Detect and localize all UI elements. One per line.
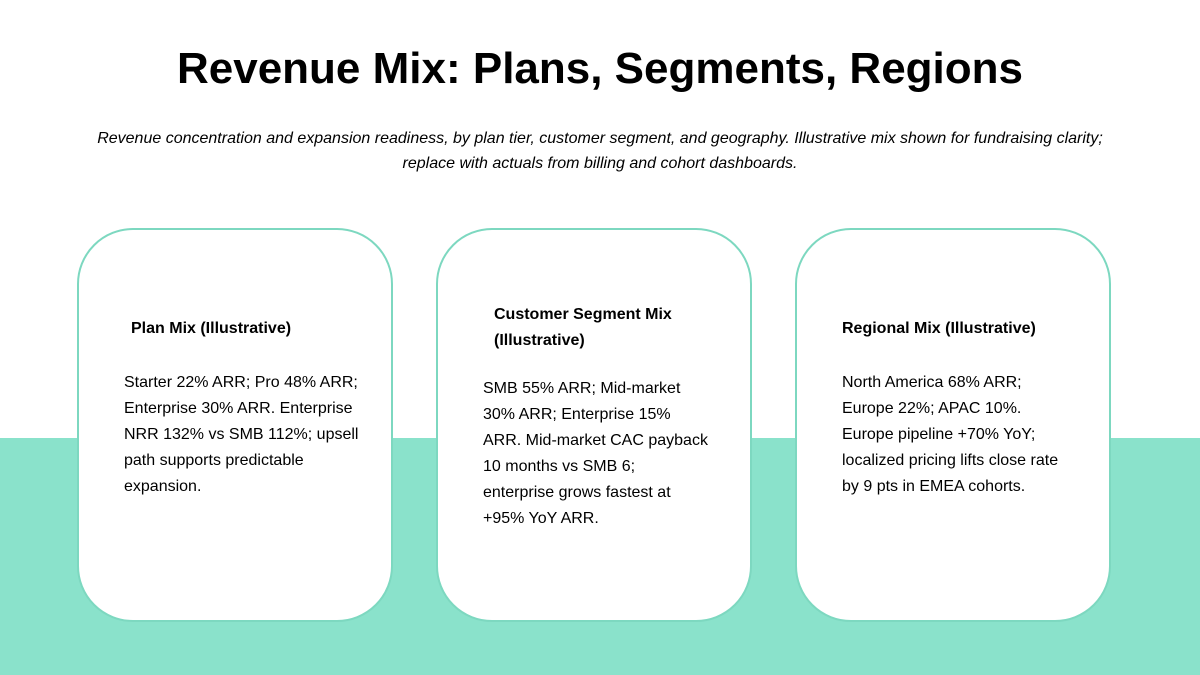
page-subtitle: Revenue concentration and expansion read… xyxy=(97,130,1103,172)
page-title: Revenue Mix: Plans, Segments, Regions xyxy=(176,44,1023,93)
card-heading: Plan Mix (Illustrative) xyxy=(131,320,292,337)
card-body: Starter 22% ARR; Pro 48% ARR; Enterprise… xyxy=(124,374,359,495)
card-heading: Customer Segment Mix (Illustrative) xyxy=(494,306,672,349)
card-plan-mix: Plan Mix (Illustrative) Starter 22% ARR;… xyxy=(77,228,393,622)
card-body: North America 68% ARR; Europe 22%; APAC … xyxy=(842,374,1059,495)
card-segment-mix: Customer Segment Mix (Illustrative) SMB … xyxy=(436,228,752,622)
card-body: SMB 55% ARR; Mid-market 30% ARR; Enterpr… xyxy=(483,380,708,527)
card-regional-mix: Regional Mix (Illustrative) North Americ… xyxy=(795,228,1111,622)
card-heading: Regional Mix (Illustrative) xyxy=(842,320,1036,337)
